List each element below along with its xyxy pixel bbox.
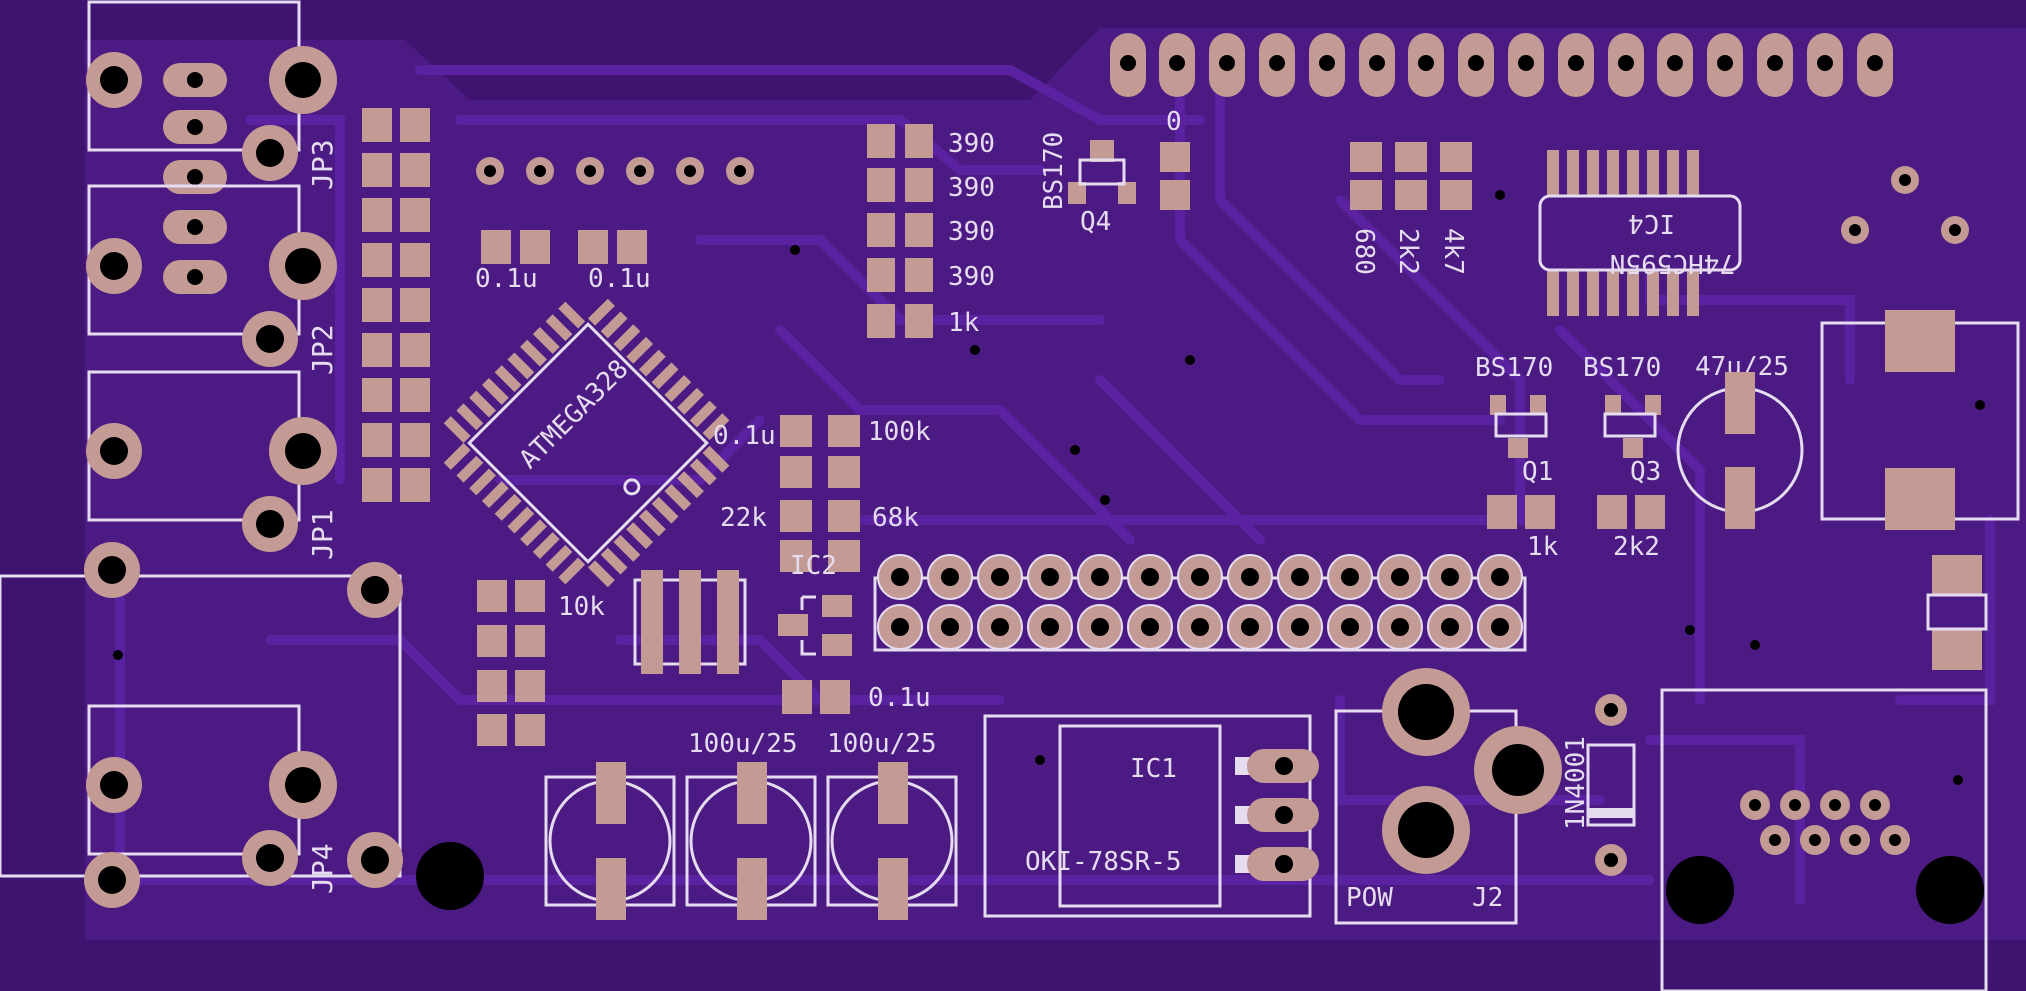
header-pin-drill [1491,568,1509,586]
header-pin-drill [1391,568,1409,586]
label-r390c: 390 [948,217,995,247]
resistor-pads-1k-2k2 [1487,495,1665,529]
right-top-holes [1841,166,1969,244]
header-pin-drill [991,618,1009,636]
label-r390a: 390 [948,129,995,159]
header-pin-drill [1191,618,1209,636]
label-r1k-mid: 1k [1527,532,1559,562]
label-c100u-b: 100u/25 [827,729,937,759]
jp4-connector [0,542,484,910]
header-pin-drill [1491,618,1509,636]
label-pow: POW [1346,883,1393,913]
label-r10k: 10k [558,592,605,622]
label-r2k2-top: 2k2 [1393,228,1423,275]
label-ic4-part: 74HC595N [1610,248,1735,278]
label-r390b: 390 [948,173,995,203]
header-pin-drill [1291,618,1309,636]
atmega328-chip [443,298,730,588]
q4-transistor [1068,140,1136,204]
header-pin-drill [1391,618,1409,636]
ic4-chip [1538,150,1742,316]
q3-transistor [1603,395,1661,458]
header-pin-drill [1041,568,1059,586]
header-pin-drill [1041,618,1059,636]
top-pin-header [1110,33,1893,97]
header-pin-drill [1241,618,1259,636]
header-pin-drill [1291,568,1309,586]
label-r68k: 68k [872,503,919,533]
resistor-pads-680-2k2-4k7 [1350,142,1472,210]
diode-1n4001 [1586,694,1636,876]
jp2-connector [86,184,337,367]
label-jp2: JP2 [306,324,339,375]
label-r390d: 390 [948,262,995,292]
header-pin-drill [891,618,909,636]
label-q3: Q3 [1630,457,1661,487]
cap-pads-bottom [782,680,850,714]
ic2-sot23 [778,595,852,656]
label-jp3: JP3 [306,139,339,190]
label-ic1: IC1 [1130,754,1177,784]
header-pin-drill [1341,618,1359,636]
header-pin-drill [991,568,1009,586]
dual-row-header-pins [877,554,1523,650]
label-c01u-a: 0.1u [475,264,538,294]
top-header-6pin [476,157,754,185]
cap-pads-top [481,230,647,264]
label-q1: Q1 [1522,457,1553,487]
label-bs170-q1: BS170 [1475,353,1553,383]
label-c100u-a: 100u/25 [688,729,798,759]
label-jp4: JP4 [306,843,339,894]
right-smd-part [1926,555,1988,670]
c100u-capacitors [544,762,958,920]
label-c01u-b: 0.1u [588,264,651,294]
label-bs170-q3: BS170 [1583,353,1661,383]
c47u-capacitor [1676,372,1804,529]
header-pin-drill [1441,568,1459,586]
label-bs170-q4: BS170 [1039,132,1069,210]
crystal [633,570,747,674]
header-pin-drill [1141,568,1159,586]
header-pin-drill [1141,618,1159,636]
header-pin-drill [941,568,959,586]
label-r2k2-mid: 2k2 [1613,532,1660,562]
q1-transistor [1490,395,1548,458]
label-r100k: 100k [868,417,931,447]
label-ic4: IC4 [1628,208,1675,238]
ic1-regulator [983,714,1319,918]
header-pin-drill [1191,568,1209,586]
smd-pad-column [362,108,430,502]
header-pin-drill [891,568,909,586]
header-pin-drill [1341,568,1359,586]
label-regulator: OKI-78SR-5 [1025,847,1182,877]
label-jp1: JP1 [306,509,339,560]
right-inductor [1820,310,2020,530]
label-q4: Q4 [1080,207,1111,237]
r0-pads [1160,142,1190,210]
label-c01u-d: 0.1u [868,683,931,713]
label-ic2: IC2 [790,551,837,581]
label-j2: J2 [1472,883,1503,913]
header-pin-drill [1091,618,1109,636]
label-diode: 1N4001 [1561,736,1591,830]
header-pin-drill [1091,568,1109,586]
label-r1k-top: 1k [948,308,980,338]
header-pin-drill [1241,568,1259,586]
resistor-pads-middle [780,415,860,572]
label-r4k7: 4k7 [1438,228,1468,275]
label-r0: 0 [1166,107,1182,137]
label-r22k: 22k [720,503,767,533]
j2-power-jack [1334,668,1562,925]
right-bottom-connector [1660,688,1988,991]
header-pin-drill [1441,618,1459,636]
header-pin-drill [941,618,959,636]
resistor-pads-390 [867,124,933,338]
resistor-pads-10k [477,580,545,746]
label-c01u-c: 0.1u [713,421,776,451]
label-r680: 680 [1349,228,1379,275]
jp1-connector [86,370,337,552]
